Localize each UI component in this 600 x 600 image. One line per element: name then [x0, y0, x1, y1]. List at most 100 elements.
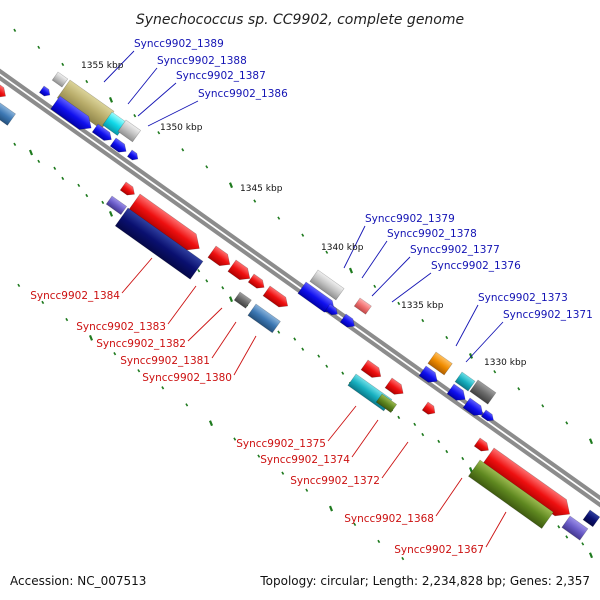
tick-mark: [445, 335, 449, 340]
leader-line: [233, 335, 257, 376]
gene-label-forward[interactable]: Syncc9902_1371: [503, 309, 593, 321]
gene-label-reverse[interactable]: Syncc9902_1381: [120, 355, 210, 367]
gene-label-forward[interactable]: Syncc9902_1386: [198, 88, 288, 100]
tick-mark: [233, 437, 237, 441]
tick-mark: [301, 347, 305, 351]
tick-mark: [41, 300, 45, 305]
gene-feature: [50, 95, 92, 130]
gene-feature: [119, 181, 135, 196]
scale-label: 1350 kbp: [160, 123, 203, 133]
gene-label-forward[interactable]: Syncc9902_1387: [176, 70, 266, 82]
tick-mark: [373, 284, 377, 289]
tick-mark: [37, 45, 41, 50]
gene-feature: [247, 303, 281, 334]
tick-mark: [53, 166, 57, 170]
tick-mark: [161, 386, 165, 390]
gene-label-reverse[interactable]: Syncc9902_1372: [290, 475, 380, 487]
leader-line: [351, 419, 379, 458]
tick-mark: [281, 471, 285, 475]
tick-mark: [85, 79, 89, 84]
scale-label: 1340 kbp: [321, 243, 364, 253]
tick-mark: [228, 296, 234, 303]
gene-label-forward[interactable]: Syncc9902_1389: [134, 38, 224, 50]
gene-label-reverse[interactable]: Syncc9902_1380: [142, 372, 232, 384]
gene-feature: [127, 193, 200, 251]
scale-label: 1345 kbp: [240, 184, 283, 194]
gene-feature: [469, 379, 497, 405]
gene-feature: [105, 195, 128, 216]
gene-feature: [480, 409, 494, 422]
gene-feature: [473, 437, 489, 452]
leader-line: [121, 257, 153, 294]
tick-mark: [341, 371, 345, 375]
gene-feature: [0, 99, 16, 126]
gene-label-reverse[interactable]: Syncc9902_1382: [96, 338, 186, 350]
gene-label-reverse[interactable]: Syncc9902_1374: [260, 454, 350, 466]
gene-feature: [114, 207, 204, 280]
gene-label-forward[interactable]: Syncc9902_1378: [387, 228, 477, 240]
gene-feature: [109, 137, 127, 153]
tick-mark: [397, 415, 401, 420]
gene-feature: [262, 285, 289, 308]
gene-feature: [117, 119, 142, 143]
gene-feature: [91, 123, 112, 141]
leader-line: [465, 321, 504, 363]
tick-mark: [133, 114, 137, 118]
gene-label-reverse[interactable]: Syncc9902_1368: [344, 513, 434, 525]
tick-mark: [108, 96, 114, 103]
tick-mark: [277, 330, 281, 334]
tick-mark: [205, 165, 209, 169]
gene-feature: [309, 269, 345, 301]
tick-mark: [421, 318, 425, 323]
tick-mark: [137, 369, 141, 373]
tick-mark: [541, 404, 545, 408]
gene-label-forward[interactable]: Syncc9902_1377: [410, 244, 500, 256]
tick-mark: [108, 210, 114, 217]
gene-feature: [360, 359, 382, 378]
gene-label-forward[interactable]: Syncc9902_1373: [478, 292, 568, 304]
gene-feature: [324, 303, 338, 316]
gene-label-reverse[interactable]: Syncc9902_1367: [394, 544, 484, 556]
gene-feature: [446, 383, 466, 401]
leader-line: [381, 441, 409, 479]
tick-mark: [468, 353, 474, 359]
tick-mark: [401, 556, 405, 561]
tick-mark: [557, 525, 561, 529]
leader-line: [327, 405, 357, 442]
tick-mark: [253, 199, 257, 203]
tick-mark: [61, 62, 65, 67]
gene-label-forward[interactable]: Syncc9902_1379: [365, 213, 455, 225]
tick-mark: [301, 233, 305, 237]
gene-feature: [126, 149, 139, 161]
tick-mark: [181, 148, 185, 152]
gene-feature: [427, 351, 453, 376]
gene-label-reverse[interactable]: Syncc9902_1383: [76, 321, 166, 333]
tick-mark: [588, 438, 594, 445]
tick-mark: [257, 454, 261, 458]
gene-feature: [421, 401, 436, 415]
gene-label-reverse[interactable]: Syncc9902_1375: [236, 438, 326, 450]
gene-label-reverse[interactable]: Syncc9902_1384: [30, 290, 120, 302]
tick-mark: [445, 449, 449, 454]
gene-feature: [467, 459, 554, 529]
scale-label: 1330 kbp: [484, 358, 527, 368]
scale-label: 1335 kbp: [401, 301, 444, 311]
tick-mark: [328, 505, 334, 512]
leader-line: [361, 240, 388, 279]
tick-mark: [88, 334, 94, 341]
leader-line: [485, 511, 507, 548]
gene-label-forward[interactable]: Syncc9902_1388: [157, 55, 247, 67]
gene-label-forward[interactable]: Syncc9902_1376: [431, 260, 521, 272]
gene-feature: [384, 377, 404, 395]
tick-mark: [13, 142, 17, 146]
leader-line: [127, 67, 158, 105]
tick-mark: [205, 279, 209, 283]
tick-mark: [397, 301, 401, 306]
gene-feature: [247, 273, 265, 289]
gene-feature: [51, 71, 69, 88]
tick-mark: [228, 182, 234, 189]
tick-mark: [421, 432, 425, 437]
label-leader-lines: [103, 50, 507, 548]
